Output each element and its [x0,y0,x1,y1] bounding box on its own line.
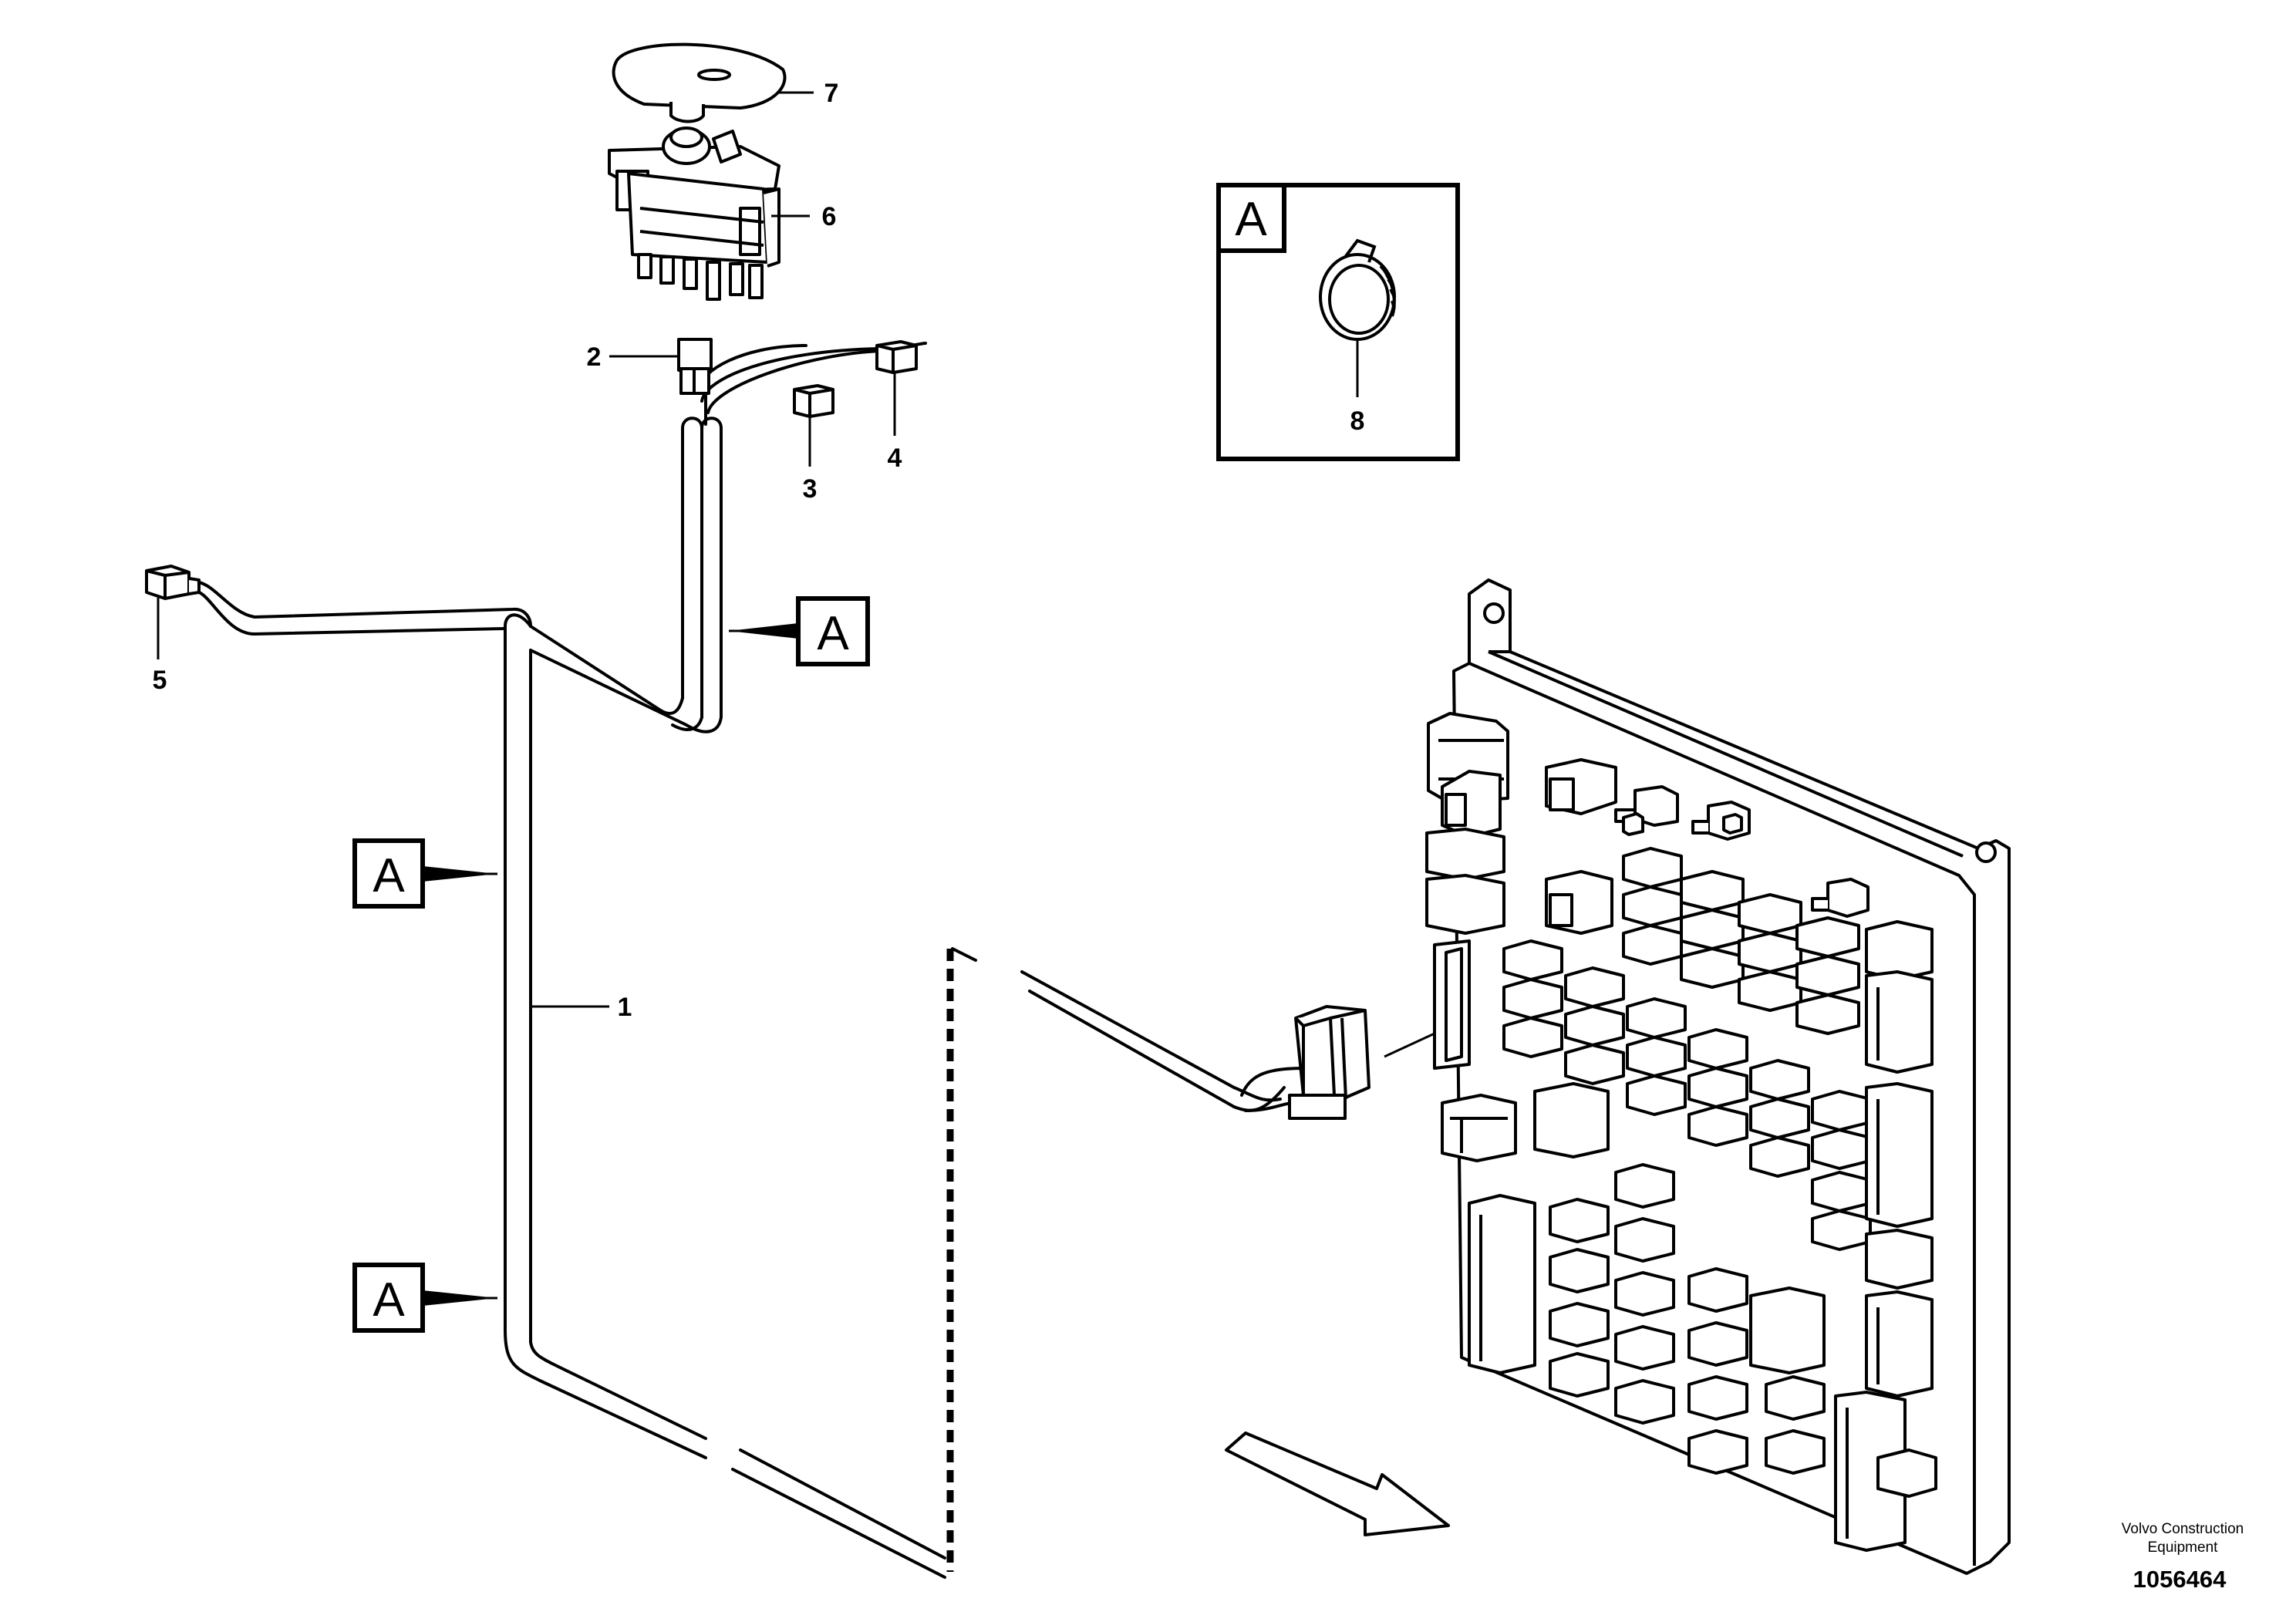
document-number: 1056464 [2133,1566,2227,1593]
pcb-components [1425,712,1937,1552]
switch-knob [612,42,787,123]
callout-2: 2 [587,342,602,372]
connector-3 [793,384,834,418]
callout-1: 1 [618,993,632,1022]
section-marker-a-1: A [729,596,870,666]
direction-arrow [1225,1431,1450,1536]
detail-label-box [1216,183,1286,253]
detail-label-letter: A [1235,193,1267,246]
callout-5: 5 [153,666,167,695]
connector-2 [677,338,713,395]
credit-line-2: Equipment [2148,1539,2219,1556]
section-marker-a-2: A [352,838,497,909]
callout-4: 4 [888,443,902,473]
wiring-harness [197,416,1305,1579]
connector-5 [145,565,201,600]
callout-leaders [157,91,896,1008]
leader-module [1384,1032,1435,1058]
credit-line-1: Volvo Construction [2122,1521,2244,1537]
callout-8: 8 [1350,406,1365,436]
section-marker-a-3-letter: A [373,1273,405,1327]
callout-7: 7 [824,79,839,108]
rocker-switch [608,126,781,301]
hose-clamp-icon [1319,238,1396,341]
section-marker-a-3: A [352,1263,497,1333]
callout-6: 6 [822,202,837,231]
section-marker-a-2-letter: A [373,849,405,902]
callout-3: 3 [803,474,818,504]
connector-4 [875,340,918,374]
detail-view-a: A 8 [1216,183,1460,461]
module-connector [1288,1005,1371,1120]
section-marker-a-1-letter: A [817,607,849,660]
